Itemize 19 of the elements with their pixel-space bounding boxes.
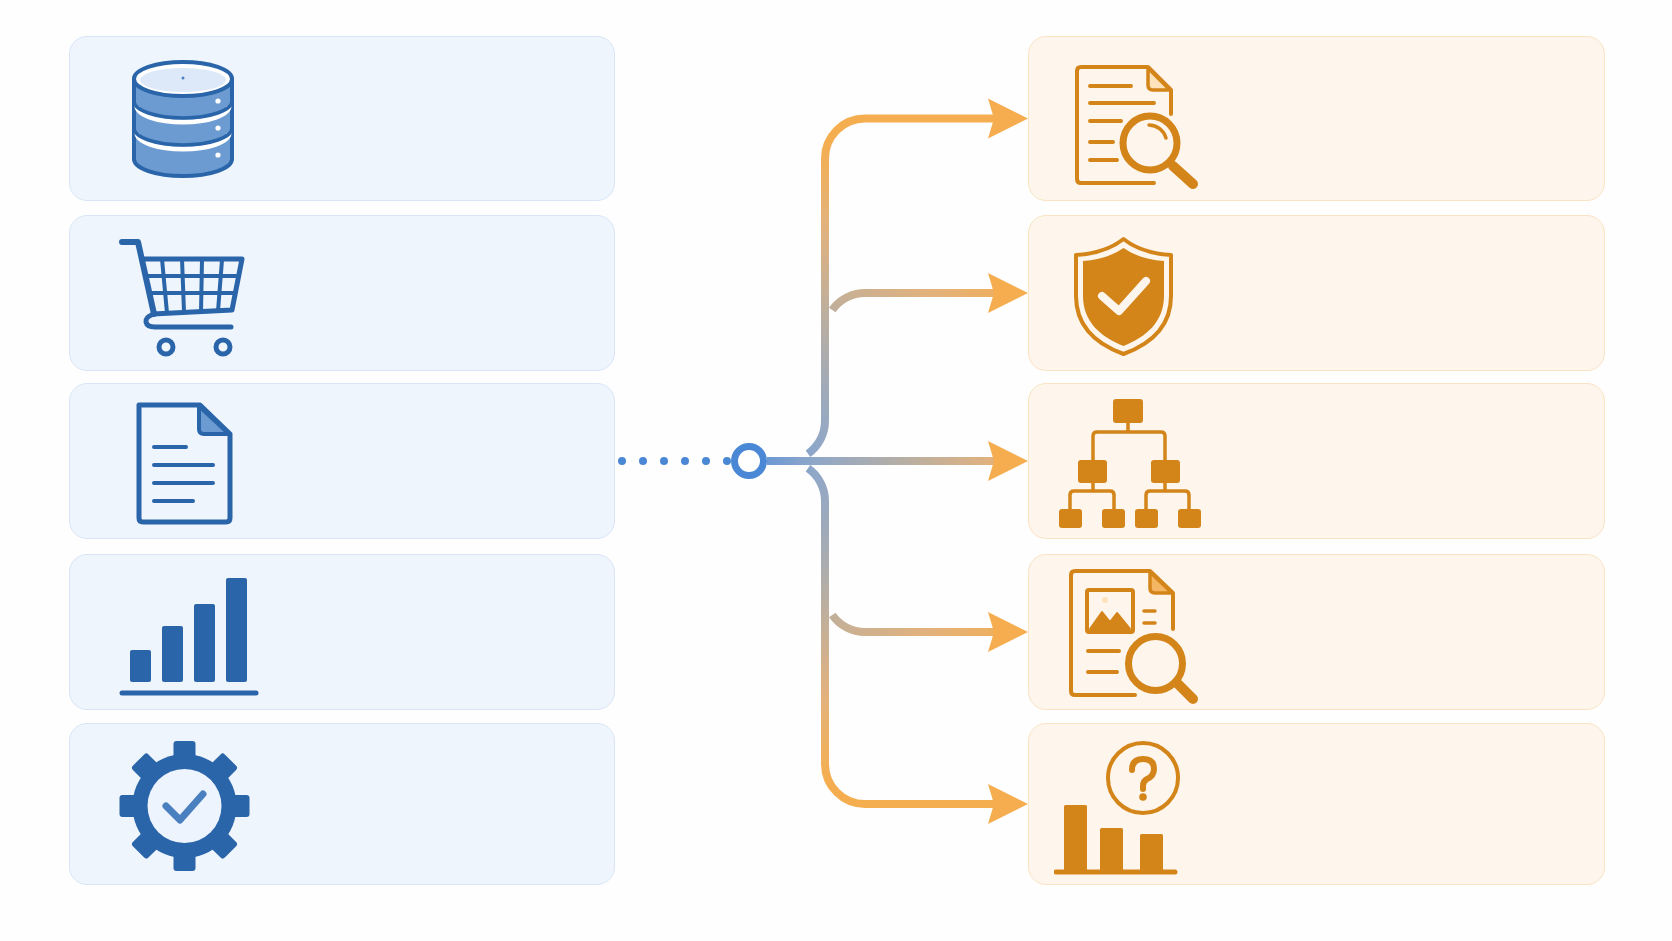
rounded-panel [1028, 723, 1605, 885]
arrow [829, 612, 1028, 652]
connector-line [767, 457, 808, 465]
arrow [821, 98, 1028, 310]
rounded-panel [1028, 383, 1605, 539]
junction-ring [731, 443, 767, 479]
rounded-panel [69, 383, 615, 539]
arrow [821, 615, 1028, 824]
rounded-panel [69, 36, 615, 201]
rounded-panel [1028, 36, 1605, 201]
rounded-panel [1028, 215, 1605, 371]
connector-line [805, 465, 829, 615]
rounded-panel [1028, 554, 1605, 710]
rounded-panel [69, 554, 615, 710]
rounded-panel [69, 215, 615, 371]
connector-line [805, 310, 829, 457]
arrow [808, 441, 1028, 481]
arrow [829, 273, 1028, 313]
rounded-panel [69, 723, 615, 885]
